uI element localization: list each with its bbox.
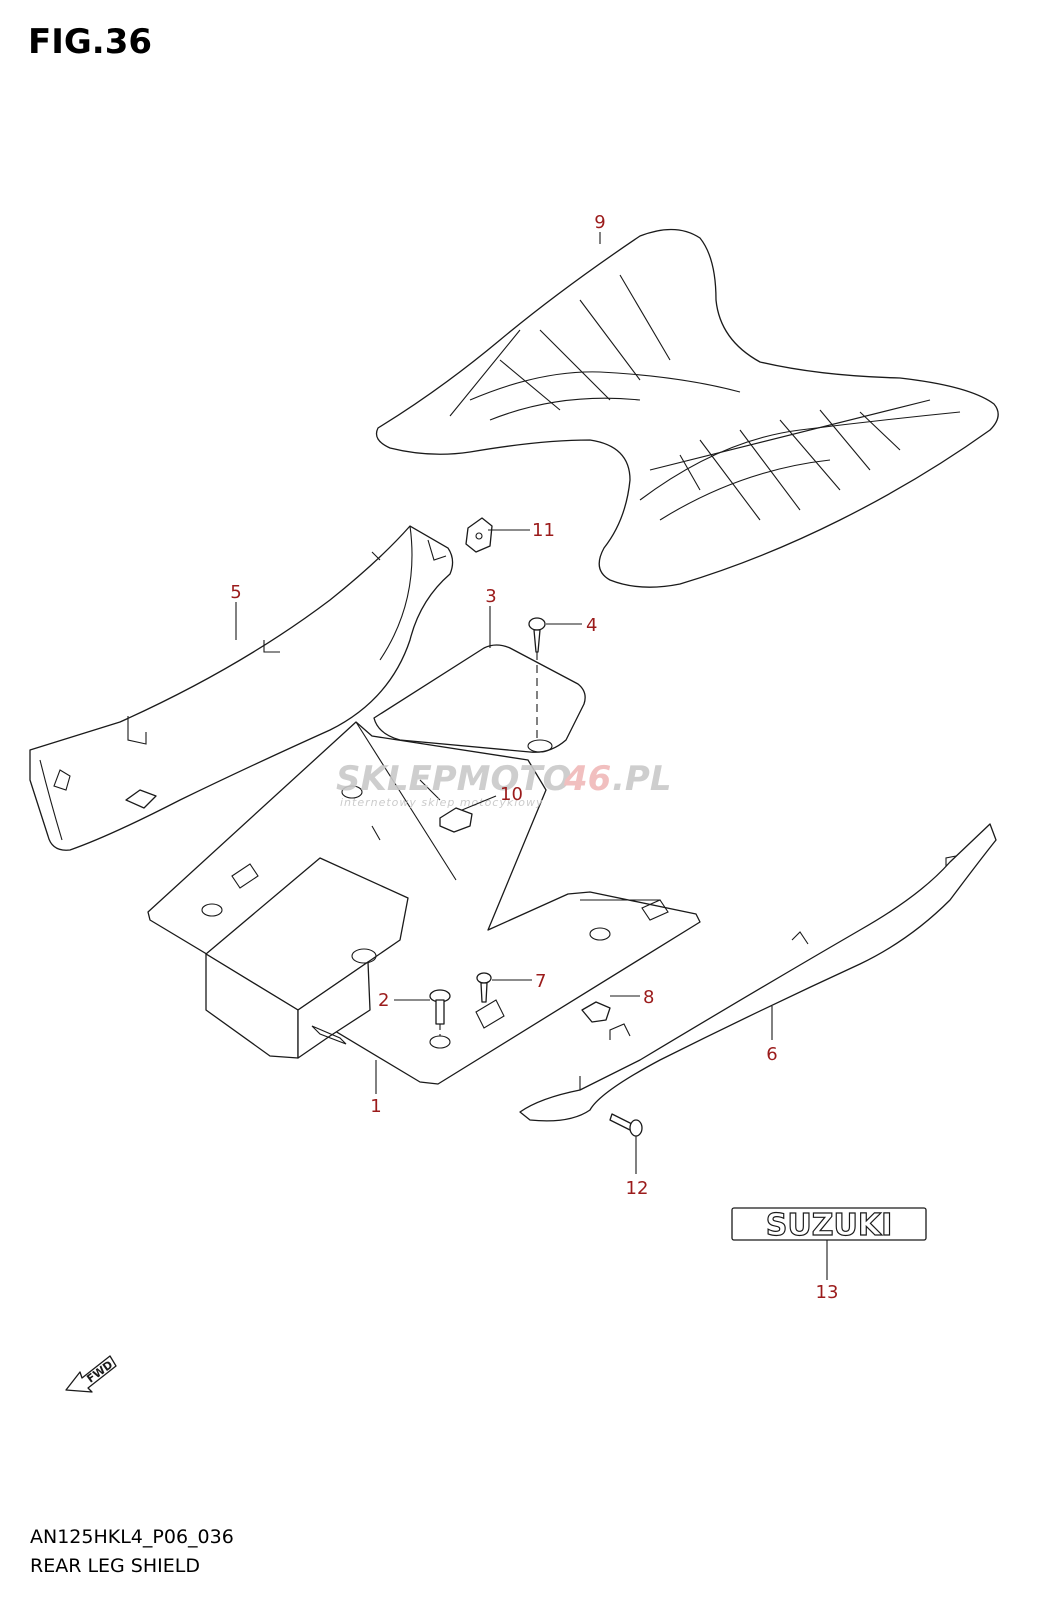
callout-8: 8 [643,987,654,1008]
watermark-brand-b: 46 [563,759,611,799]
callout-9: 9 [594,212,605,233]
fwd-arrow-icon: FWD [65,1355,117,1393]
callout-7: 7 [535,971,546,992]
callout-11: 11 [532,520,555,541]
logo-text: SUZUKI [766,1208,893,1243]
callout-4: 4 [586,615,597,636]
part-11-clip [465,517,493,553]
callout-3: 3 [485,586,496,607]
part-2-bolt [429,989,451,1025]
callout-5: 5 [230,582,241,603]
diagram-code: AN125HKL4_P06_036 [30,1526,234,1548]
part-8-clip [581,1001,611,1023]
part-3-cover-plate [373,644,586,753]
part-9-floor-mat [375,228,999,588]
part-10-clip [439,807,473,833]
callout-12: 12 [626,1178,649,1199]
leader-lines [235,232,828,1280]
figure-title: FIG.36 [28,22,153,62]
callout-10: 10 [500,784,523,805]
callouts: 9 11 5 3 4 10 7 2 8 6 1 12 13 [230,212,838,1303]
watermark-subtitle: internetowy sklep motocyklowy [340,796,544,809]
callout-2: 2 [378,990,389,1011]
watermark-brand-a: SKLEPMOTO [336,759,571,799]
part-13-logo-badge: SUZUKI [731,1207,927,1244]
callout-13: 13 [816,1282,839,1303]
callout-6: 6 [766,1044,777,1065]
part-5-side-cover [29,525,454,851]
part-6-side-rail [519,823,997,1122]
callout-1: 1 [370,1096,381,1117]
watermark-brand-c: .PL [612,759,672,799]
watermark: SKLEPMOTO 46 .PL internetowy sklep motoc… [336,759,672,809]
part-4-screw [528,617,546,653]
diagram-name: REAR LEG SHIELD [30,1555,200,1577]
part-1-floorboard [147,721,701,1085]
part-12-screw [609,1113,643,1137]
part-7-screw [476,972,492,1003]
